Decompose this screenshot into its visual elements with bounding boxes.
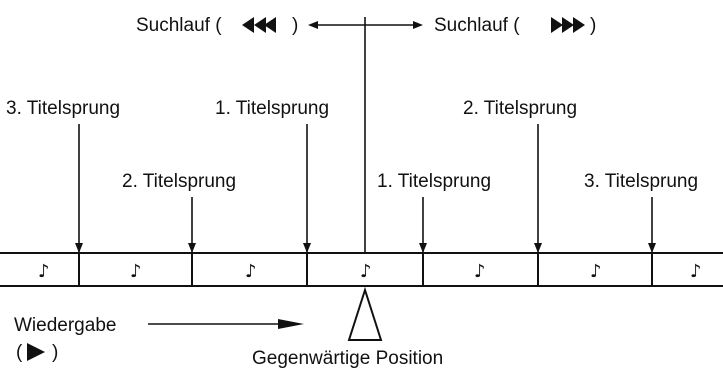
- track-bar: [0, 252, 723, 287]
- position-pointer-icon: [347, 286, 383, 341]
- jump-fwd-3-label: 3. Titelsprung: [584, 171, 698, 192]
- track-note-5: ♪: [474, 261, 486, 282]
- playback-label: Wiedergabe: [14, 315, 116, 336]
- play-icon: [27, 343, 45, 361]
- track-note-3: ♪: [245, 261, 257, 282]
- track-note-2: ♪: [130, 261, 142, 282]
- jump-back-1-label: 1. Titelsprung: [215, 98, 329, 119]
- jump-fwd-1-label: 1. Titelsprung: [377, 171, 491, 192]
- search-rewind-close: ): [292, 15, 298, 36]
- track-note-4: ♪: [360, 261, 372, 282]
- track-note-7: ♪: [690, 261, 702, 282]
- search-forward-close: ): [590, 15, 596, 36]
- jump-back-2-label: 2. Titelsprung: [122, 171, 236, 192]
- playback-symbol-open: (: [16, 342, 23, 363]
- current-position-label: Gegenwärtige Position: [252, 348, 443, 369]
- playback-arrow-head: [278, 319, 304, 329]
- search-arrow-left-head: [308, 21, 318, 29]
- fast-forward-icon: [551, 17, 585, 33]
- search-rewind-label: Suchlauf (: [136, 15, 222, 36]
- track-note-6: ♪: [590, 261, 602, 282]
- track-note-1: ♪: [38, 261, 50, 282]
- jump-back-3-label: 3. Titelsprung: [6, 98, 120, 119]
- search-forward-label: Suchlauf (: [434, 15, 520, 36]
- playback-symbol-close: ): [52, 342, 58, 363]
- search-arrow-right-head: [413, 21, 423, 29]
- rewind-icon: [242, 17, 276, 33]
- jump-fwd-2-label: 2. Titelsprung: [463, 98, 577, 119]
